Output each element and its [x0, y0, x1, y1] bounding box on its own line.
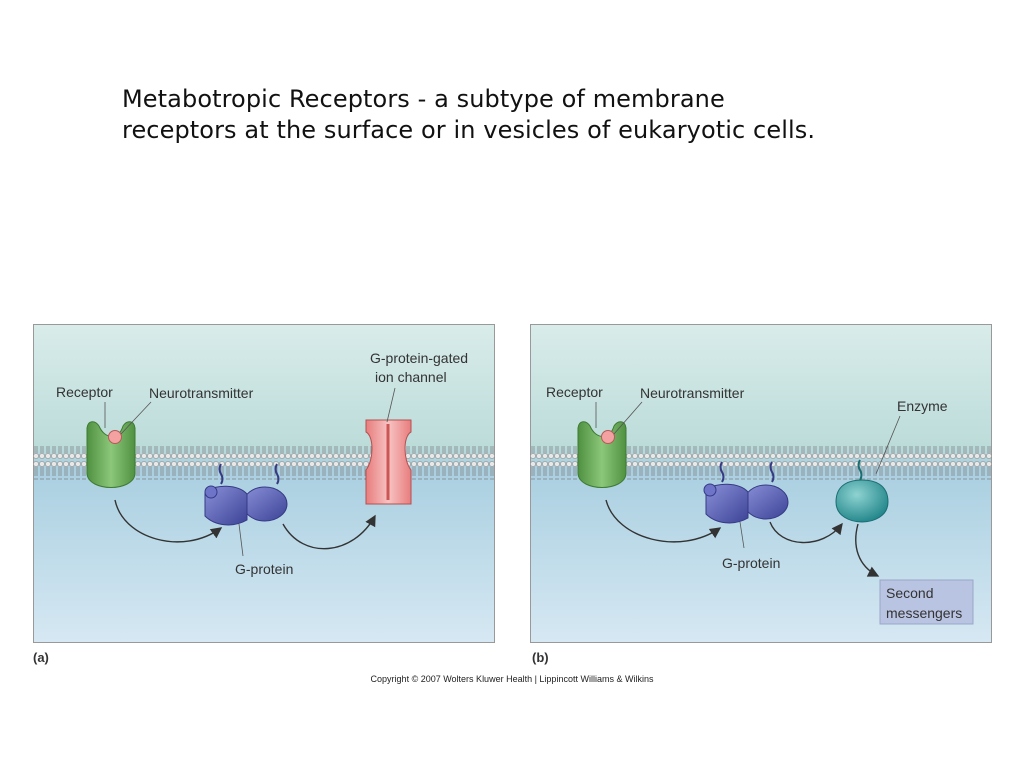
- lipid-anchor: [274, 463, 280, 485]
- arrow-enzyme-to-second-messengers: [855, 523, 880, 577]
- lipid-anchor: [769, 461, 775, 483]
- g-protein-subunit-alpha: [705, 483, 749, 524]
- label-receptor: Receptor: [546, 384, 603, 400]
- label-enzyme: Enzyme: [897, 398, 948, 414]
- g-protein-subunit-beta: [242, 486, 288, 522]
- label-second-line2: messengers: [886, 605, 962, 621]
- gprotein-leader: [238, 523, 244, 557]
- label-g-protein: G-protein: [235, 561, 293, 577]
- arrow-gprotein-to-enzyme: [769, 521, 843, 544]
- neurotransmitter-molecule: [108, 430, 122, 444]
- panel-a-diagram: Receptor Neurotransmitter G-protein-gate…: [33, 324, 495, 643]
- panel-b-enzyme: Second messengers Receptor Neurotransmit…: [530, 324, 992, 643]
- receptor-shape: [86, 421, 136, 488]
- neurotransmitter-leader: [120, 401, 152, 435]
- label-second-line1: Second: [886, 585, 933, 601]
- g-protein-gdp: [204, 485, 218, 499]
- label-receptor: Receptor: [56, 384, 113, 400]
- label-channel-line2: ion channel: [375, 369, 447, 385]
- label-neurotransmitter: Neurotransmitter: [640, 385, 745, 401]
- panel-b-letter: (b): [532, 650, 549, 665]
- label-channel-line1: G-protein-gated: [370, 350, 468, 366]
- panel-a-letter: (a): [33, 650, 49, 665]
- lipid-anchor: [218, 463, 224, 485]
- gprotein-leader: [739, 521, 745, 549]
- arrow-receptor-to-gprotein: [114, 499, 223, 543]
- copyright-notice: Copyright © 2007 Wolters Kluwer Health |…: [370, 674, 654, 684]
- g-protein-gdp: [703, 483, 717, 497]
- enzyme-shape: [835, 479, 889, 523]
- title-line-1: Metabotropic Receptors - a subtype of me…: [122, 85, 725, 113]
- neurotransmitter-molecule: [601, 430, 615, 444]
- lipid-anchor: [857, 459, 863, 481]
- panel-b-diagram: Second messengers Receptor Neurotransmit…: [530, 324, 992, 643]
- arrow-gprotein-to-channel: [282, 514, 376, 550]
- title-line-2: receptors at the surface or in vesicles …: [122, 116, 816, 144]
- label-g-protein: G-protein: [722, 555, 780, 571]
- slide-title: Metabotropic Receptors - a subtype of me…: [122, 84, 922, 146]
- g-protein-subunit-beta: [743, 484, 789, 520]
- label-neurotransmitter: Neurotransmitter: [149, 385, 254, 401]
- enzyme-leader: [875, 415, 901, 475]
- channel-leader: [386, 387, 396, 423]
- neurotransmitter-leader: [613, 401, 643, 435]
- lipid-anchor: [719, 461, 725, 483]
- second-messengers-box: [879, 579, 974, 625]
- arrow-receptor-to-gprotein: [605, 499, 722, 543]
- panel-a-ion-channel: Receptor Neurotransmitter G-protein-gate…: [33, 324, 495, 643]
